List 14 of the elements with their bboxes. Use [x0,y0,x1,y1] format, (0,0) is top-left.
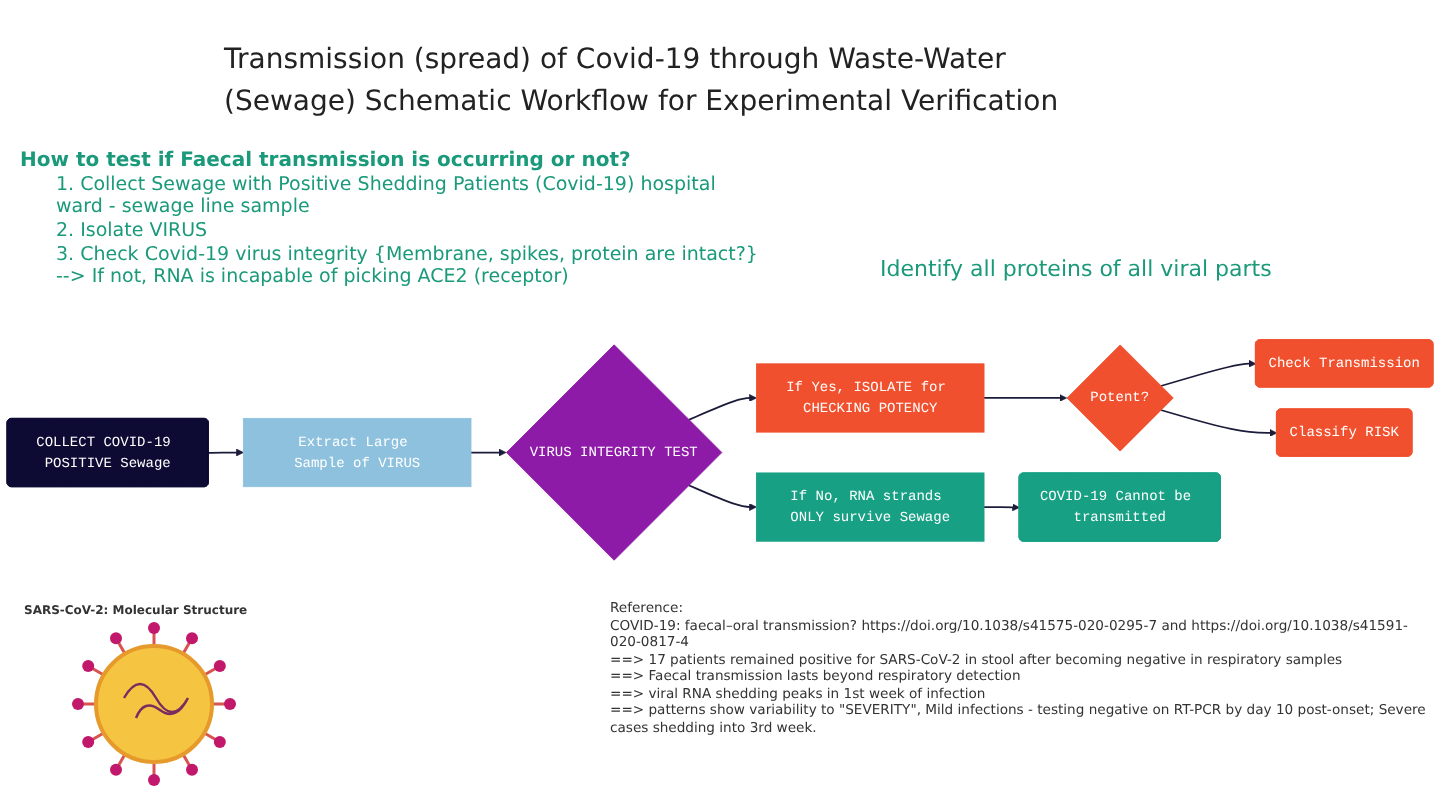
diagram-title: Transmission (spread) of Covid-19 through Waste-Water (Sewage) Schematic Workflow for Experimental Verification [224,42,1061,122]
arrow [207,448,244,457]
arrow [983,394,1067,402]
note-text: Identify all proteins of all viral parts [880,256,1272,282]
arrow [1159,409,1278,437]
arrow [687,484,757,511]
arrow [687,394,757,421]
arrow [470,448,507,457]
instruction-step: 3. Check Covid-19 virus integrity {Membrane, spikes, protein are intact?} --> If not, RNA is incapable of picking ACE2 (receptor) [56,244,760,288]
instruction-step: 2. Isolate VIRUS [56,220,760,242]
arrow [983,503,1020,512]
arrow [1159,359,1257,387]
instruction-step: 1. Collect Sewage with Positive Shedding Patients (Covid-19) hospital ward - sewage line sample [56,174,760,218]
question-heading: How to test if Faecal transmission is occurring or not? [20,150,633,172]
